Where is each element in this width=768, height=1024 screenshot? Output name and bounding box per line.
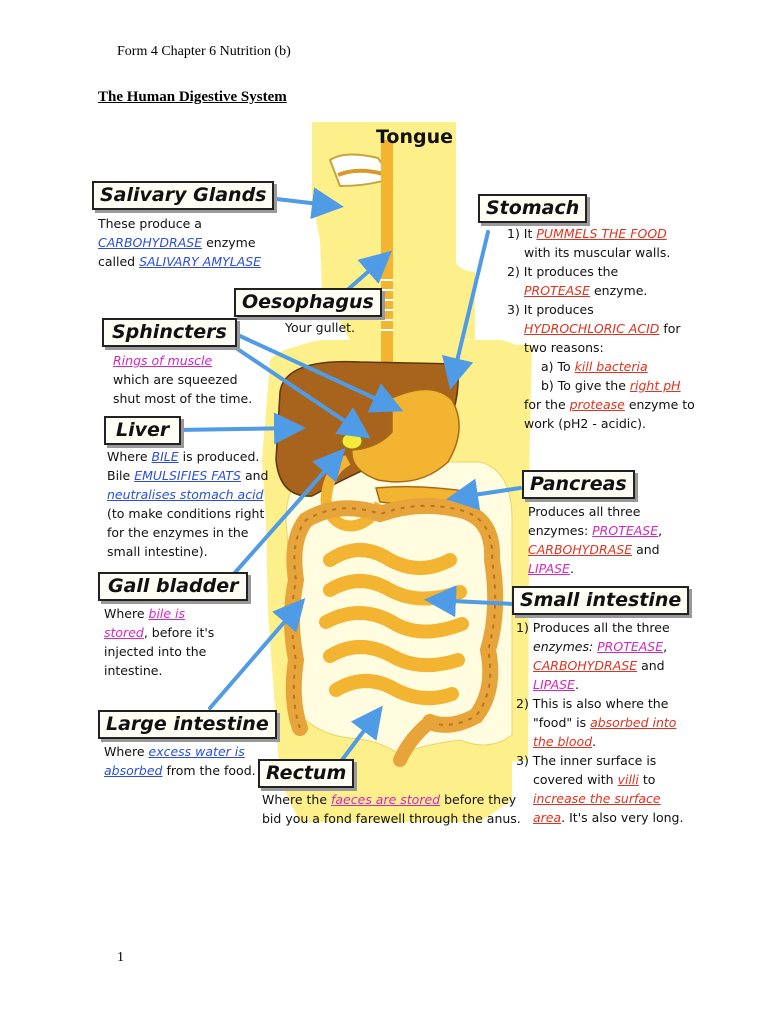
stomach-title: Stomach — [478, 194, 588, 223]
oesophagus-description: Your gullet. — [285, 320, 356, 335]
gall-bladder-shape — [341, 432, 363, 450]
pancreas-title: Pancreas — [522, 470, 635, 499]
arrow-liver — [174, 412, 306, 445]
arrow-pancreas — [446, 478, 522, 511]
liver-description: Where BILE is produced. Bile EMULSIFIES … — [107, 449, 269, 559]
liver-title: Liver — [104, 416, 182, 445]
stomach-shape — [351, 388, 460, 483]
gall-bladder-title: Gall bladder — [98, 572, 249, 601]
page-number: 1 — [117, 950, 124, 965]
arrow-stomach — [442, 230, 490, 390]
arrow-large-intestine — [208, 597, 306, 710]
arrows — [174, 187, 522, 762]
oesophagus-title: Oesophagus — [234, 288, 382, 317]
salivary-glands-title: Salivary Glands — [92, 181, 275, 210]
large-intestine-title: Large intestine — [98, 710, 277, 739]
arrow-gall-bladder — [230, 448, 346, 578]
large-intestine-description: Where excess water is absorbed from the … — [104, 744, 256, 778]
tongue-label: Tongue — [376, 126, 454, 148]
gall-bladder-description: Where bile is stored, before it's inject… — [104, 606, 215, 678]
stomach-description: 1) It PUMMELS THE FOOD with its muscular… — [507, 226, 695, 431]
salivary-glands-description: These produce a CARBOHYDRASE enzyme call… — [98, 216, 262, 269]
sphincters-description: Rings of muscle which are squeezed shut … — [113, 353, 253, 406]
arrow-sphincter-1 — [238, 334, 404, 413]
small-intestine-title: Small intestine — [512, 586, 690, 615]
small-intestine-description: 1) Produces all the three enzymes: PROTE… — [516, 620, 684, 825]
document-title: The Human Digestive System — [98, 89, 287, 105]
rectum-title: Rectum — [258, 759, 355, 788]
arrow-rectum — [340, 705, 383, 762]
arrow-small-intestine — [424, 585, 516, 618]
page-header: Form 4 Chapter 6 Nutrition (b) — [117, 44, 291, 59]
rectum-description: Where the faeces are stored before they … — [262, 792, 521, 826]
sphincters-title: Sphincters — [102, 318, 237, 347]
arrow-sphincter-2 — [234, 346, 371, 439]
arrow-salivary — [266, 187, 344, 220]
rectum-shape — [393, 715, 437, 767]
pancreas-description: Produces all three enzymes: PROTEASE, CA… — [528, 504, 663, 576]
